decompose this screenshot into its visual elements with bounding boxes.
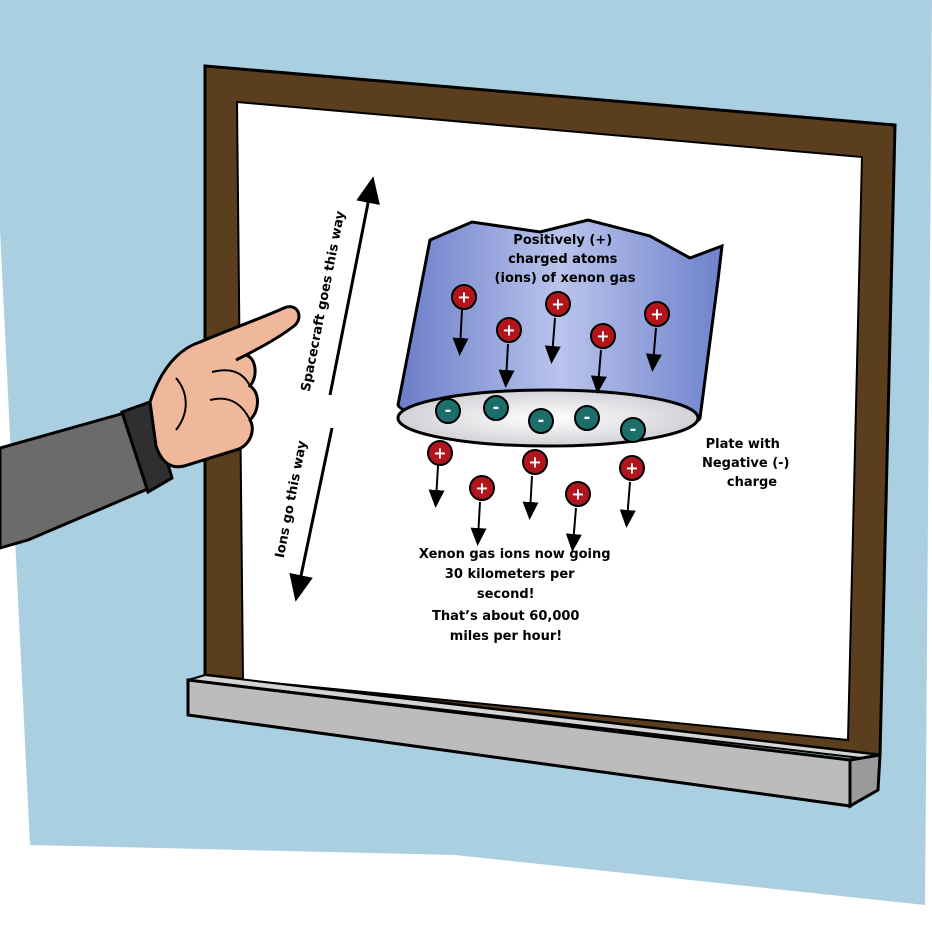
positive-ion-exhaust-5: + xyxy=(619,455,645,528)
sleeve-cuff xyxy=(120,400,174,495)
negative-ion-icon xyxy=(574,405,600,431)
positive-ion-exhaust-1: + xyxy=(427,440,453,508)
negative-ion-icon xyxy=(620,417,646,443)
knuckle-line xyxy=(211,369,251,387)
positive-sign: + xyxy=(625,459,638,478)
board-ledge-side xyxy=(848,753,882,809)
positive-ion-icon xyxy=(619,455,645,481)
negative-charge-1: - xyxy=(435,398,461,424)
negative-ion-icon xyxy=(435,398,461,424)
exhaust-label-line-1: Xenon gas ions now going xyxy=(419,547,611,562)
positive-ion-icon xyxy=(427,440,453,466)
positive-sign: + xyxy=(433,444,446,463)
positive-sign: + xyxy=(502,321,515,340)
positive-ion-chamber-2: + xyxy=(496,317,522,388)
negative-charge-3: - xyxy=(528,408,554,434)
negative-charge-2: - xyxy=(483,395,509,421)
ion-arrow xyxy=(452,309,469,356)
exhaust-label: Xenon gas ions now going 30 kilometers p… xyxy=(419,547,615,644)
positive-ion-icon xyxy=(644,301,670,327)
pointing-hand-illustration xyxy=(0,305,301,550)
ion-arrow xyxy=(619,481,636,528)
positive-ion-chamber-1: + xyxy=(451,284,477,356)
positive-ion-icon xyxy=(451,284,477,310)
positive-sign: + xyxy=(457,288,470,307)
positive-sign: + xyxy=(475,479,488,498)
negative-sign: - xyxy=(493,398,500,417)
exhaust-label-line-2: 30 kilometers per xyxy=(445,567,575,582)
ion-arrow xyxy=(645,327,662,372)
positive-ion-chamber-3: + xyxy=(544,291,571,364)
plate-label-line-1: Plate with xyxy=(706,437,780,452)
chamber-label-line-2: charged atoms xyxy=(508,252,618,267)
plate-label-line-2: Negative (-) xyxy=(702,456,790,471)
positive-ion-exhaust-2: + xyxy=(469,475,495,546)
negative-sign: - xyxy=(584,408,591,427)
negative-charge-4: - xyxy=(574,405,600,431)
ion-arrow xyxy=(428,465,445,508)
ion-arrow xyxy=(470,501,487,546)
positive-ion-exhaust-4: + xyxy=(565,481,591,552)
sleeve xyxy=(0,410,152,550)
positive-ion-chamber-5: + xyxy=(644,301,670,372)
negative-sign: - xyxy=(538,411,545,430)
positive-sign: + xyxy=(650,305,663,324)
knuckle-line xyxy=(209,397,251,421)
ion-direction-arrow xyxy=(289,427,334,602)
positive-ion-icon xyxy=(469,475,495,501)
positive-sign: + xyxy=(528,453,541,472)
positive-sign: + xyxy=(596,327,609,346)
positive-sign: + xyxy=(551,295,564,314)
positive-ion-icon xyxy=(565,481,591,507)
negative-ion-icon xyxy=(528,408,554,434)
ion-arrow xyxy=(498,343,515,388)
exhaust-label-line-3: second! xyxy=(477,587,535,602)
negative-charge-5: - xyxy=(620,417,646,443)
ion-arrow xyxy=(522,475,539,520)
positive-ion-icon xyxy=(590,323,616,349)
exhaust-label-line-5: miles per hour! xyxy=(450,629,562,644)
positive-ion-icon xyxy=(545,291,571,317)
positive-ion-exhaust-3: + xyxy=(522,449,548,520)
positive-sign: + xyxy=(571,485,584,504)
chamber-label-line-1: Positively (+) xyxy=(513,233,612,248)
chamber-label-line-3: (ions) of xenon gas xyxy=(495,271,636,286)
positive-ion-icon xyxy=(496,317,522,343)
chamber-label: Positively (+) charged atoms (ions) of x… xyxy=(495,233,636,286)
exhaust-label-line-4: That’s about 60,000 xyxy=(432,609,579,624)
ion-arrow xyxy=(565,507,582,552)
positive-ion-chamber-4: + xyxy=(590,323,616,394)
positive-ion-icon xyxy=(522,449,548,475)
negative-sign: - xyxy=(445,401,452,420)
ion-arrow xyxy=(544,317,561,364)
ion-arrow xyxy=(590,349,607,394)
negative-sign: - xyxy=(630,420,637,439)
index-finger xyxy=(199,305,301,362)
spacecraft-direction-arrow xyxy=(328,176,380,396)
plate-label-line-3: charge xyxy=(727,475,777,490)
plate-label: Plate with Negative (-) charge xyxy=(702,437,794,490)
negative-ion-icon xyxy=(483,395,509,421)
thumb-line xyxy=(175,377,187,431)
